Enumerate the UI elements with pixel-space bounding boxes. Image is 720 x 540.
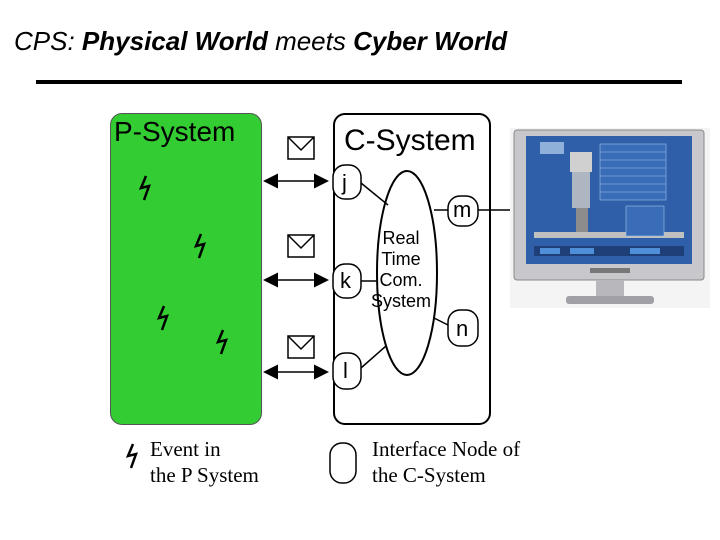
- node-label-j: j: [342, 170, 347, 195]
- interface-node-n: [447, 309, 479, 347]
- envelope-icon: [287, 234, 315, 258]
- p-system-label: P-System: [114, 116, 236, 147]
- lightning-icon: [156, 305, 169, 331]
- legend-node-text: Interface Node of the C-System: [372, 437, 521, 487]
- node-label-l: l: [343, 358, 348, 383]
- envelope-icon: [287, 335, 315, 359]
- rtcs-label: Real Time Com. System: [370, 228, 431, 311]
- rtcs-ellipse: [376, 170, 438, 376]
- envelope-icon: [287, 136, 315, 160]
- lightning-icon: [193, 233, 206, 259]
- title-underline: [36, 80, 682, 84]
- p-system-box: [110, 113, 262, 425]
- lightning-icon: [125, 443, 138, 469]
- node-label-m: m: [453, 197, 472, 222]
- c-system-label: C-System: [344, 124, 476, 157]
- interface-node-l: [332, 352, 362, 390]
- lightning-icon: [138, 175, 151, 201]
- monitor-image: [510, 128, 710, 308]
- lightning-icon: [215, 329, 228, 355]
- interface-node-j: [332, 164, 362, 200]
- interface-node-icon: [329, 442, 357, 484]
- node-label-n: n: [456, 316, 469, 341]
- interface-node-m: [447, 195, 479, 227]
- legend-event-text: Event in the P System: [150, 437, 259, 487]
- page-title: CPS: Physical World meets Cyber World: [14, 26, 508, 56]
- node-label-k: k: [340, 268, 351, 293]
